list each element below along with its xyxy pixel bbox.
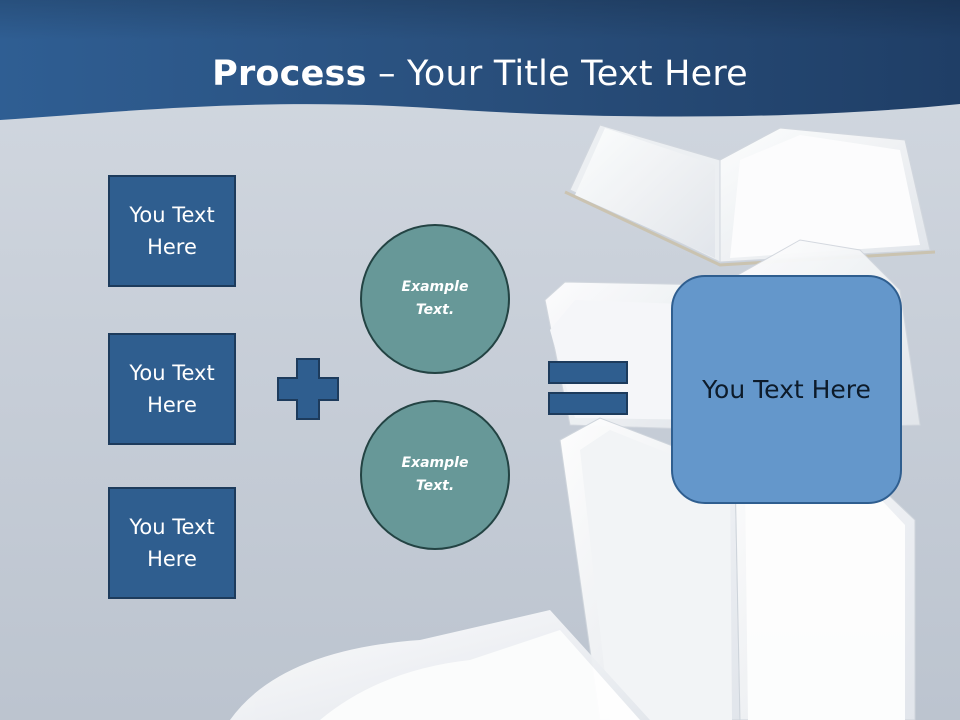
book-top bbox=[564, 124, 936, 267]
input-box-1: You Text Here bbox=[108, 175, 236, 287]
result-box: You Text Here bbox=[671, 275, 902, 504]
title-rest-part: – Your Title Text Here bbox=[366, 54, 748, 94]
example-circle-label: Example Text. bbox=[401, 455, 469, 494]
input-box-label: You Text Here bbox=[129, 361, 215, 417]
title-bold-part: Process bbox=[212, 54, 367, 94]
input-box-label: You Text Here bbox=[129, 203, 215, 259]
book-bottom bbox=[559, 417, 916, 720]
slide-title: Process – Your Title Text Here bbox=[0, 52, 960, 96]
input-box-2: You Text Here bbox=[108, 333, 236, 445]
equals-icon bbox=[548, 361, 628, 415]
example-circle-1: Example Text. bbox=[360, 224, 510, 374]
example-circle-2: Example Text. bbox=[360, 400, 510, 550]
result-box-label: You Text Here bbox=[702, 374, 871, 404]
input-box-3: You Text Here bbox=[108, 487, 236, 599]
book-lower-left bbox=[230, 610, 650, 720]
example-circle-label: Example Text. bbox=[401, 279, 469, 318]
input-box-label: You Text Here bbox=[129, 515, 215, 571]
plus-icon bbox=[277, 358, 339, 420]
